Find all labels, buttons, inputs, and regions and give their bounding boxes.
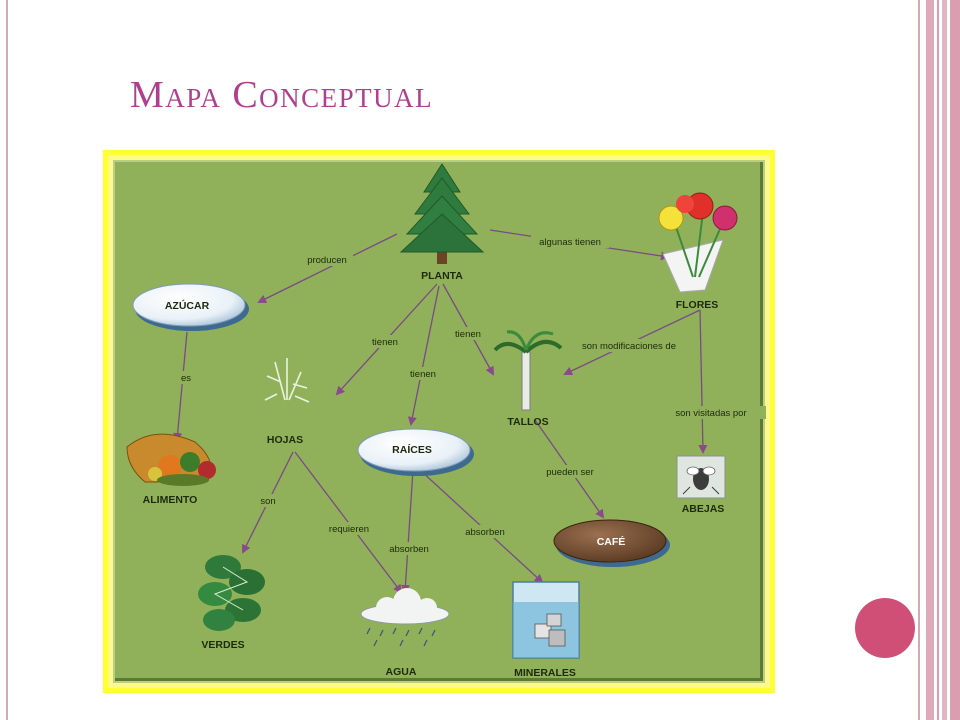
link-label-tienen-hojas: tienen: [372, 337, 398, 348]
node-raices-oval: [357, 428, 474, 476]
node-cafe-oval: [553, 519, 670, 567]
node-label-planta: PLANTA: [421, 270, 463, 282]
link-label-producen: producen: [307, 255, 347, 266]
node-label-agua: AGUA: [386, 666, 417, 678]
link-line-son-visitadas: [698, 309, 708, 454]
concept-map-board: producen algunas tienen es tienen tienen…: [113, 160, 766, 683]
node-label-flores: FLORES: [676, 299, 719, 311]
concept-map-frame: producen algunas tienen es tienen tienen…: [103, 150, 775, 693]
link-label-es: es: [181, 373, 191, 384]
link-label-pueden-ser: pueden ser: [546, 467, 594, 478]
left-border-rule: [6, 0, 8, 720]
link-label-tienen-tallos: tienen: [455, 329, 481, 340]
node-label-cafe: CAFÉ: [597, 535, 626, 548]
link-line-tienen-raices: [407, 285, 440, 426]
link-line-producen: [257, 233, 398, 303]
plant-sprig-icon: [264, 358, 310, 403]
node-label-hojas: HOJAS: [267, 434, 303, 446]
node-label-azucar: AZÚCAR: [165, 299, 210, 312]
leaves-icon: [198, 555, 265, 631]
link-label-requieren: requieren: [329, 524, 369, 535]
node-azucar-oval: [132, 283, 249, 331]
right-decorative-bars: [918, 0, 960, 720]
rain-cloud-icon: [360, 588, 450, 647]
link-label-son-visitadas: son visitadas por: [675, 408, 746, 419]
link-label-tienen-raices: tienen: [410, 369, 436, 380]
slide-title: Mapa Conceptual: [130, 74, 434, 116]
palm-tree-icon: [493, 330, 563, 411]
node-label-verdes: VERDES: [201, 639, 244, 651]
link-label-son-modificaciones: son modificaciones de: [582, 341, 676, 352]
flower-bouquet-icon: [658, 192, 738, 293]
node-label-abejas: ABEJAS: [682, 503, 725, 515]
pine-tree-icon: [399, 163, 485, 264]
link-label-absorben-agua: absorben: [389, 544, 429, 555]
cornucopia-icon: [126, 433, 216, 486]
beaker-icon: [512, 581, 580, 659]
node-label-alimento: ALIMENTO: [143, 494, 198, 506]
node-label-minerales: MINERALES: [514, 667, 576, 679]
link-label-absorben-minerales: absorben: [465, 527, 505, 538]
concept-map-diagram: producen algunas tienen es tienen tienen…: [126, 163, 766, 679]
node-label-tallos: TALLOS: [507, 416, 548, 428]
link-line-es: [173, 331, 188, 442]
bee-icon: [676, 455, 726, 499]
link-label-son: son: [260, 496, 275, 507]
decorative-circle: [855, 598, 915, 658]
node-label-raices: RAÍCES: [392, 443, 432, 456]
link-label-algunas-tienen: algunas tienen: [539, 237, 601, 248]
link-line-absorben-agua: [400, 469, 414, 594]
